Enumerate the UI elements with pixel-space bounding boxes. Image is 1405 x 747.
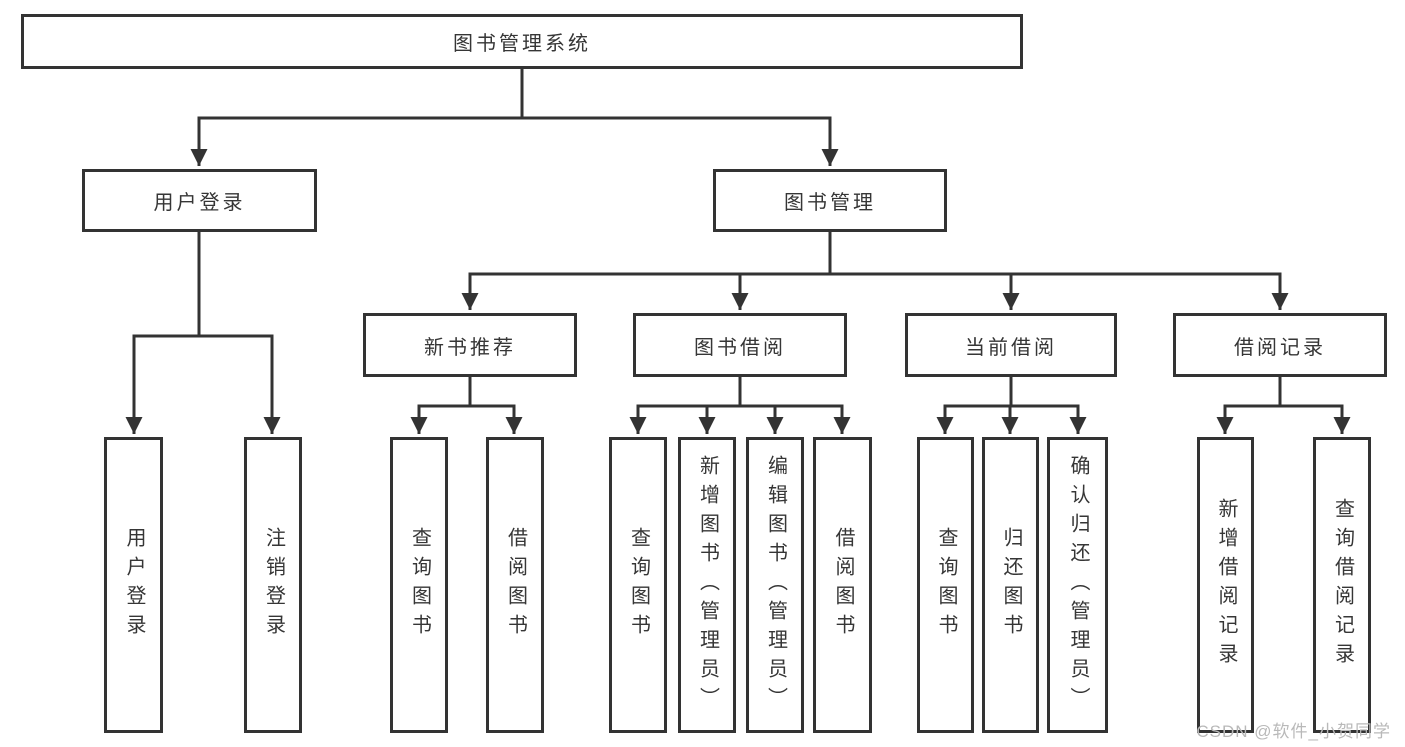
leaf-label: 注销登录: [262, 527, 285, 643]
leaf-label: 用户登录: [123, 527, 145, 643]
node-library-management-system: 图书管理系统: [21, 14, 1023, 69]
leaf-label: 查询借阅记录: [1331, 498, 1354, 672]
leaf-label: 查询图书: [935, 527, 957, 643]
node-new-book-recommendation: 新书推荐: [363, 313, 577, 377]
leaf-return-books: 归还图书: [982, 437, 1039, 733]
leaf-label: 确认归还（管理员）: [1067, 454, 1089, 716]
leaf-user-login: 用户登录: [104, 437, 163, 733]
node-book-management: 图书管理: [713, 169, 947, 232]
leaf-query-borrow-record: 查询借阅记录: [1313, 437, 1371, 733]
leaf-edit-book-admin: 编辑图书（管理员）: [746, 437, 804, 733]
leaf-logout-login: 注销登录: [244, 437, 302, 733]
leaf-label: 新增借阅记录: [1215, 498, 1237, 672]
leaf-add-borrow-record: 新增借阅记录: [1197, 437, 1254, 733]
leaf-label: 查询图书: [627, 527, 650, 643]
leaf-label: 借阅图书: [832, 527, 854, 643]
leaf-query-books-borrowing: 查询图书: [609, 437, 667, 733]
leaf-borrow-books-recommend: 借阅图书: [486, 437, 544, 733]
leaf-confirm-return-admin: 确认归还（管理员）: [1047, 437, 1108, 733]
leaf-borrow-books: 借阅图书: [813, 437, 872, 733]
leaf-label: 查询图书: [408, 527, 431, 643]
csdn-watermark: CSDN @软件_小贺同学: [1196, 722, 1391, 741]
leaf-label: 新增图书（管理员）: [696, 454, 719, 716]
leaf-add-book-admin: 新增图书（管理员）: [678, 437, 736, 733]
leaf-label: 编辑图书（管理员）: [764, 454, 787, 716]
leaf-query-books-current: 查询图书: [917, 437, 974, 733]
node-current-borrowing: 当前借阅: [905, 313, 1117, 377]
leaf-label: 归还图书: [1000, 527, 1022, 643]
node-borrowing-records: 借阅记录: [1173, 313, 1387, 377]
node-user-login: 用户登录: [82, 169, 317, 232]
leaf-query-books-recommend: 查询图书: [390, 437, 448, 733]
node-book-borrowing: 图书借阅: [633, 313, 847, 377]
leaf-label: 借阅图书: [504, 527, 527, 643]
